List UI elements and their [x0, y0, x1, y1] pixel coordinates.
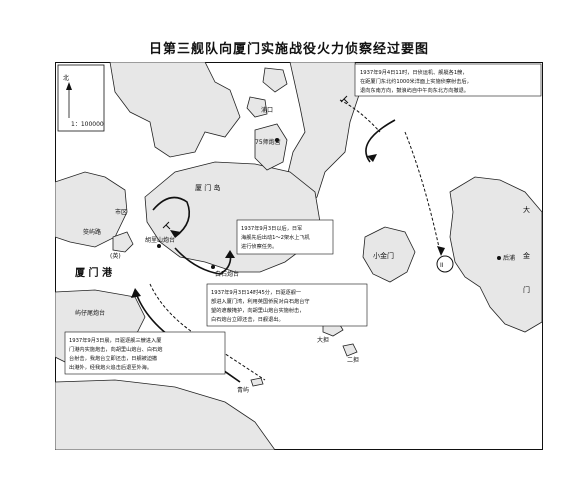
label-dajinmen-1: 大 — [523, 205, 530, 214]
label-qingyu: 青屿 — [237, 386, 249, 394]
note-line: 退向东南方向，鼓浪屿自中午向东北方向撤退。 — [360, 86, 469, 94]
label-xiaojinmen: 小金门 — [373, 251, 394, 260]
fort-icon — [157, 244, 161, 248]
arrow-icon — [437, 246, 445, 256]
note-line: 海舰先后出动1～2架水上飞机 — [241, 233, 311, 241]
label-city: 市区 — [115, 208, 127, 216]
roman-label: II — [440, 262, 444, 269]
note-line: 1937年9月3日14时45分，日驱逐舰一 — [211, 288, 301, 296]
track-husipao-loop — [152, 196, 191, 238]
islet-top-1 — [262, 67, 288, 93]
arrow-icon — [225, 250, 235, 258]
note-line: 出港外，经我炮火追击后退至外海。 — [69, 363, 152, 371]
qingyu-shape — [250, 377, 264, 387]
track-baishi-loop — [174, 247, 232, 275]
note-line: 白石炮台立即还击，日舰退出。 — [211, 315, 284, 323]
mainland-northwest — [109, 62, 241, 158]
arrow-icon — [367, 154, 377, 162]
label-dajinmen-3: 门 — [523, 285, 530, 294]
note-line: 门港内实施炮击，向胡里山炮台、白石炮 — [69, 345, 162, 353]
label-fort75: 75师炮营 — [255, 138, 281, 146]
note-lower-left: 1937年9月3日晨，日驱逐舰三艘进入厦 门港内实施炮击，向胡里山炮台、白石炮 … — [64, 331, 226, 375]
label-houpu: 后浦 — [503, 254, 515, 262]
track-east — [404, 131, 441, 253]
dajinmen-shape — [449, 176, 543, 333]
ship-icon — [340, 95, 349, 104]
note-middle: 1937年9月3日以后，日军 海舰先后出动1～2架水上飞机 进行侦察任务。 — [236, 219, 334, 255]
label-yu-an: 屿仔尾炮台 — [75, 309, 105, 317]
roman-marker: II — [436, 255, 454, 273]
fort-markers — [157, 138, 501, 269]
label-xiamen-island: 厦 门 岛 — [195, 183, 220, 192]
label-dadan: 大担 — [317, 336, 329, 344]
note-line: 望的遮蔽掩护，向胡里山炮台实施射击， — [211, 306, 304, 314]
fort75-island-shape — [254, 123, 288, 171]
scale-box: 北 1：100000 — [57, 64, 105, 132]
land — [55, 62, 543, 450]
fort-icon — [211, 265, 215, 269]
xiaojinmen-shape — [362, 226, 416, 283]
note-line: 进行侦察任务。 — [241, 242, 277, 250]
label-xiamen-harbor: 厦 门 港 — [75, 266, 113, 279]
track-northeast — [339, 99, 381, 133]
fort-icon — [497, 256, 501, 260]
label-dajinmen-2: 金 — [523, 251, 530, 260]
label-chiyu: 筊屿路 — [83, 228, 101, 236]
map-canvas: 北 1：100000 厦 门 岛 厦 门 — [55, 62, 543, 450]
north-arrow-icon — [66, 82, 72, 90]
ship-icon — [162, 221, 171, 230]
note-line: 台射击，我炮台立即还击，日舰被迫撤 — [69, 354, 157, 362]
label-pukou: 浦口 — [261, 106, 273, 114]
label-baishi: 白石炮台 — [215, 270, 239, 278]
label-ying: (英) — [110, 252, 121, 260]
track-northeast-arc — [365, 119, 396, 163]
label-erdan: 二担 — [347, 356, 359, 364]
note-line: 1937年9月3日晨，日驱逐舰三艘进入厦 — [69, 336, 161, 344]
gulangyu-shape — [112, 231, 134, 253]
islet-top-2 — [246, 96, 268, 118]
note-line: 1937年9月4日11时，日侦运机、舰艇各1艘， — [360, 68, 468, 76]
note-top-right: 1937年9月4日11时，日侦运机、舰艇各1艘， 在距厦门东北约1000米洋面上… — [354, 63, 542, 97]
note-line: 在距厦门东北约1000米洋面上实施侦察射击后， — [360, 77, 472, 85]
arrow-icon — [170, 230, 181, 238]
mainland-west — [55, 171, 128, 248]
note-line: 部进入厦门湾，利用英国侨民对白石炮台守 — [211, 297, 310, 305]
map-title: 日第三舰队向厦门实施战役火力侦察经过要图 — [148, 42, 429, 57]
mainland-south-2 — [55, 379, 276, 450]
scale-ratio: 1：100000 — [71, 121, 104, 128]
arrow-icon — [131, 288, 141, 298]
erdan-shape — [342, 343, 358, 357]
label-husipao: 胡里山炮台 — [145, 236, 175, 244]
ship-tracks — [134, 99, 441, 383]
place-labels: 厦 门 岛 厦 门 港 市区 筊屿路 (英) 胡里山炮台 白石炮台 屿仔尾炮台 … — [75, 106, 530, 394]
note-lower-right: 1937年9月3日14时45分，日驱逐舰一 部进入厦门湾，利用英国侨民对白石炮台… — [206, 283, 368, 327]
fort-icon — [275, 138, 279, 142]
north-label: 北 — [63, 74, 69, 82]
arrowheads — [131, 154, 445, 298]
note-line: 1937年9月3日以后，日军 — [241, 224, 302, 232]
